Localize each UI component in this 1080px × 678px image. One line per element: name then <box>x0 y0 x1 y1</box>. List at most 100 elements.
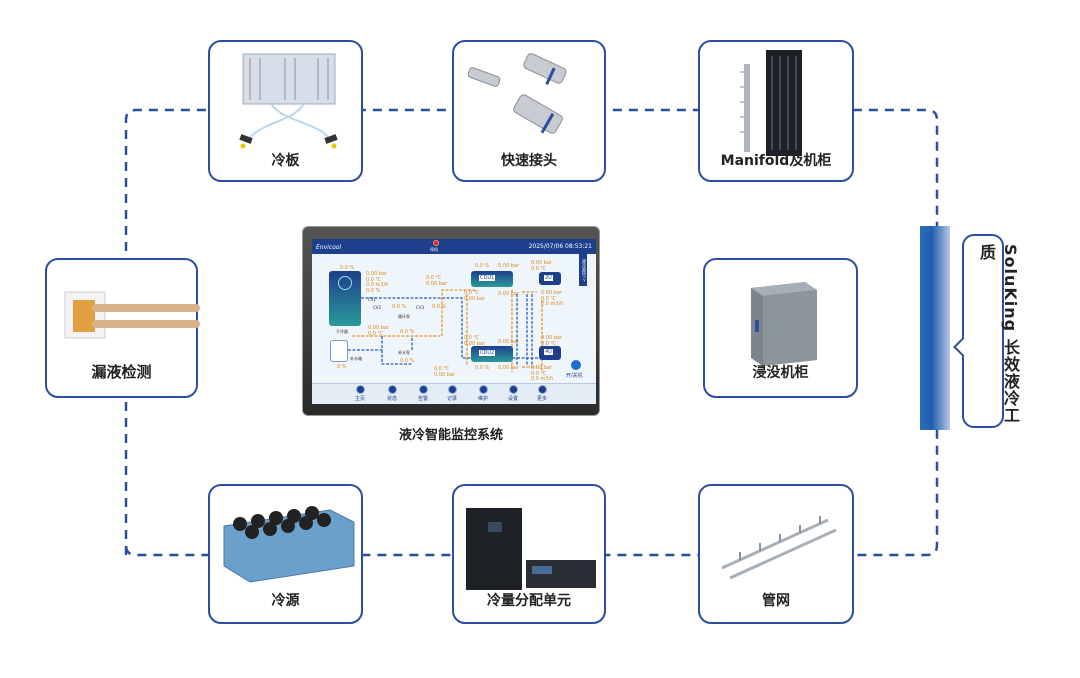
card-pipe-network: 管网 <box>698 484 854 624</box>
card-label: 浸没机柜 <box>752 365 809 381</box>
sensor-reading: 0.0 % <box>400 329 415 335</box>
status-icon <box>387 385 397 394</box>
sensor-reading: 0.0 ℃ 0.00 bar <box>434 366 456 378</box>
cv1-label: CV1 <box>368 297 377 302</box>
card-cold-source: 冷源 <box>208 484 363 624</box>
nav-label: 告警 <box>417 396 428 402</box>
screen-header: Envicool 停机 2025/07/06 08:53:21 <box>312 239 596 254</box>
card-label: 冷源 <box>271 593 300 609</box>
fan-icon <box>338 276 352 290</box>
power-label: 开/关机 <box>566 373 583 379</box>
power-button[interactable] <box>571 360 581 370</box>
pipe-network-image <box>721 516 837 580</box>
card-label: 管网 <box>762 593 790 609</box>
coolant-bar <box>920 226 950 430</box>
sensor-reading: 0.00 bar 0.0 ℃ <box>368 325 390 337</box>
rack-2u: 2U <box>539 272 561 285</box>
nav-label: 主页 <box>354 396 365 402</box>
rack-2u-label: 2U <box>544 275 553 281</box>
datetime: 2025/07/06 08:53:21 <box>528 243 592 250</box>
run-status: 停机 <box>430 247 438 252</box>
quick-connector-image <box>467 53 567 134</box>
stop-status-icon <box>433 240 439 246</box>
card-label: 冷量分配单元 <box>487 593 571 609</box>
card-leak-detection: 漏液检测 <box>45 258 200 398</box>
sensor-reading: 0.0 % <box>400 358 415 364</box>
manifold-rack-image <box>740 50 802 156</box>
alarm-icon <box>418 385 428 394</box>
rack-4u: 4U <box>539 346 561 360</box>
card-manifold-rack: Manifold及机柜 <box>698 40 854 182</box>
makeup-tank-label: 补水箱 <box>350 356 362 361</box>
coolant-label: SoluKing 长效液冷工质 <box>977 244 1020 424</box>
card-label: 冷板 <box>271 153 300 169</box>
sensor-reading: 0.00 bar 0.0 ℃ 0.0 m3/h <box>541 290 564 307</box>
sensor-reading: 0.00 bar 0.0 ℃ 0.0 m3/h 0.0 % <box>366 271 389 294</box>
card-label: 漏液检测 <box>91 363 152 381</box>
nav-records[interactable]: 记录 <box>440 385 464 402</box>
sensor-reading: 0.00 bar <box>498 339 520 345</box>
sensor-reading: 0.0 % <box>432 304 447 310</box>
sensor-reading: 0.0 % <box>340 265 355 271</box>
card-cold-plate: 冷板 <box>208 40 363 182</box>
cold-source-image <box>223 506 355 583</box>
sensor-reading: 0.00 bar 0.0 ℃ <box>541 335 563 347</box>
nav-label: 设置 <box>507 396 518 402</box>
sensor-reading: 0.0 % <box>475 263 490 269</box>
nav-home[interactable]: 主页 <box>348 385 372 402</box>
immersion-rack-image <box>751 282 817 366</box>
card-cdu: 冷量分配单元 <box>452 484 606 624</box>
sensor-reading: 0.00 bar <box>498 263 520 269</box>
card-label: Manifold及机柜 <box>720 153 832 169</box>
sensor-reading: 0.00 bar 0.0 ℃ <box>531 260 553 272</box>
sensor-reading: 0.0 ℃ 0.00 bar <box>464 290 486 302</box>
sensor-reading: 0 % <box>337 364 347 370</box>
maintenance-icon <box>478 385 488 394</box>
sensor-reading: 0.00 bar <box>498 365 520 371</box>
liquid-cooling-monitor-tab[interactable]: 液冷监控>> <box>579 254 587 286</box>
cv2-label: CV2 <box>373 305 382 310</box>
sensor-reading: 0.0 ℃ 0.00 bar <box>426 275 448 287</box>
card-immersion-rack: 浸没机柜 <box>703 258 858 398</box>
nav-maintenance[interactable]: 维护 <box>471 385 495 402</box>
screen-nav-bar: 主页 状态 告警 记录 维护 设置 更多 <box>312 383 596 404</box>
nav-label: 记录 <box>446 396 457 402</box>
sensor-reading: 0.0 % <box>475 365 490 371</box>
cdu1-unit: CDU1 <box>471 271 513 287</box>
monitor-caption: 液冷智能监控系统 <box>398 428 503 443</box>
sensor-reading: 0.00 bar <box>498 291 520 297</box>
dry-cooler-unit <box>329 271 361 326</box>
sensor-reading: 0.0 ℃ 0.00 bar <box>464 335 486 347</box>
more-icon <box>537 385 547 394</box>
envicool-logo: Envicool <box>316 244 342 251</box>
nav-settings[interactable]: 设置 <box>501 385 525 402</box>
cdu2-unit: CDU2 <box>471 346 513 362</box>
dry-cooler-label: 干冷器 <box>336 329 348 334</box>
makeup-pump-label: 补水泵 <box>398 350 410 355</box>
cdu-image <box>466 508 596 590</box>
sensor-reading: 0.00 bar 0.0 ℃ 0.0 m3/h <box>531 365 554 382</box>
nav-label: 状态 <box>386 396 397 402</box>
nav-label: 更多 <box>536 396 547 402</box>
nav-more[interactable]: 更多 <box>530 385 554 402</box>
cold-plate-image <box>239 53 338 149</box>
circ-pump-label: 循环泵 <box>398 314 410 319</box>
cv3-label: CV3 <box>416 305 425 310</box>
nav-alarm[interactable]: 告警 <box>411 385 435 402</box>
cdu1-label: CDU1 <box>479 275 496 281</box>
card-quick-connector: 快速接头 <box>452 40 606 182</box>
sensor-reading: 0.0 % <box>392 304 407 310</box>
home-icon <box>355 385 365 394</box>
leak-detection-image <box>64 291 200 339</box>
nav-label: 维护 <box>477 396 488 402</box>
records-icon <box>447 385 457 394</box>
cdu2-label: CDU2 <box>479 350 496 356</box>
card-label: 快速接头 <box>501 153 557 169</box>
monitoring-screen: Envicool 停机 2025/07/06 08:53:21 干冷器 补水箱 … <box>312 239 596 404</box>
settings-icon <box>508 385 518 394</box>
monitor-display: Envicool 停机 2025/07/06 08:53:21 干冷器 补水箱 … <box>302 226 600 416</box>
rack-4u-label: 4U <box>544 349 553 355</box>
coolant-label-bubble: SoluKing 长效液冷工质 <box>962 234 1020 428</box>
makeup-tank <box>330 340 348 362</box>
nav-status[interactable]: 状态 <box>380 385 404 402</box>
